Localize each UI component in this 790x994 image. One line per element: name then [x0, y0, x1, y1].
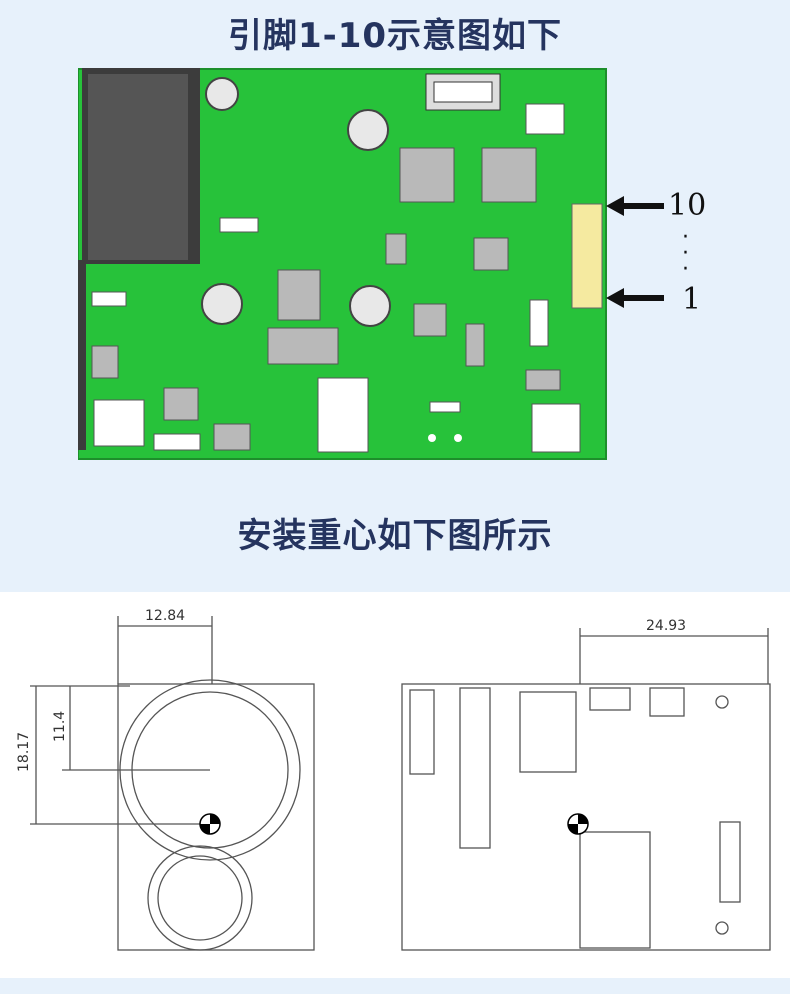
mechanical-drawing: 12.84 18.17 11.4 24.93 [16, 608, 771, 951]
dim-height-total: 18.17 [16, 732, 32, 772]
pin-arrows [606, 196, 664, 308]
pin-1-label: 1 [682, 282, 702, 317]
dimension-drawings: 12.84 18.17 11.4 24.93 [0, 592, 790, 978]
center-of-gravity-title: 安装重心如下图所示 [237, 516, 553, 556]
pin-diagram-title: 引脚1-10示意图如下 [227, 16, 563, 56]
dim-height-inner: 11.4 [52, 711, 68, 742]
pin-ellipsis: ··· [682, 225, 689, 282]
pcb-drawing [77, 68, 607, 460]
pin-10-label: 10 [668, 188, 707, 223]
pcb-illustration: 10 ··· 1 [77, 64, 706, 462]
dim-width-right: 24.93 [646, 618, 686, 634]
dim-width-left: 12.84 [145, 608, 185, 624]
